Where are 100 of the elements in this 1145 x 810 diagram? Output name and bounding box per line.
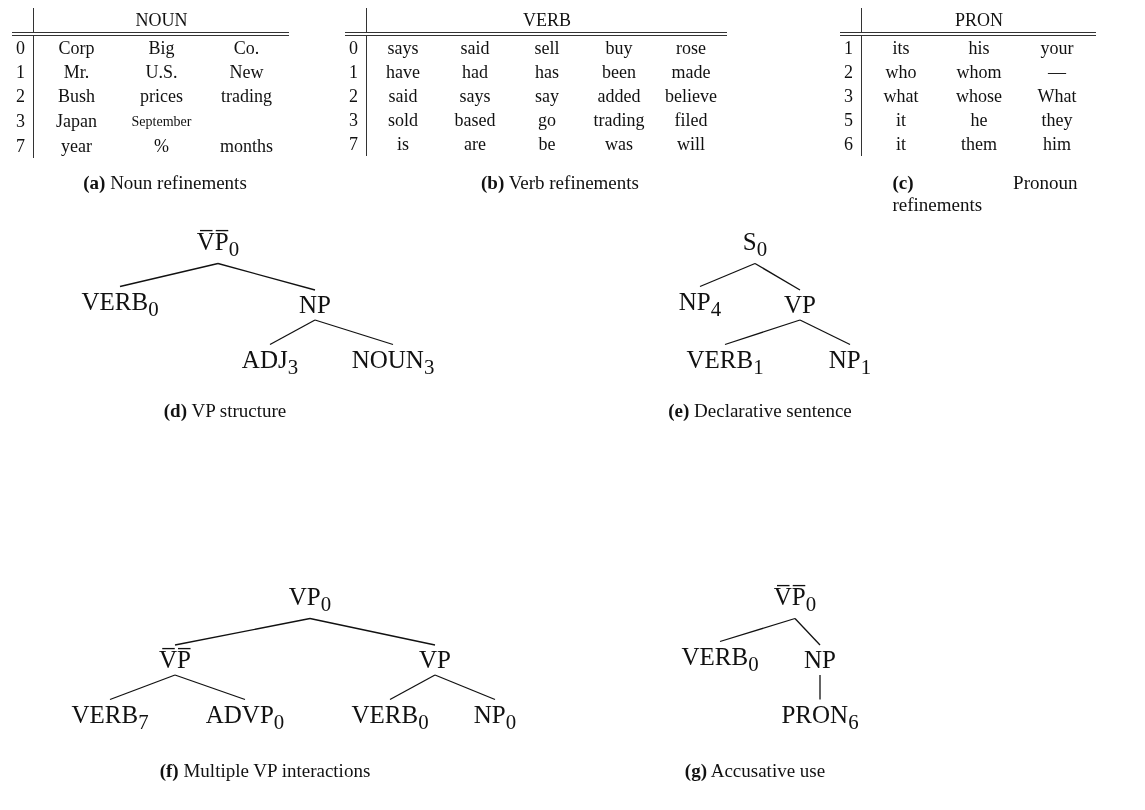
table-entry: added: [597, 86, 641, 106]
tree-branch: [699, 262, 756, 288]
table-entry: be: [538, 134, 556, 154]
syntax-label: ADJ$_{3}$: [241, 344, 299, 382]
table-entry: trading: [593, 110, 645, 130]
column-header: PRON: [955, 10, 1003, 30]
tree-branch: [724, 319, 801, 346]
row-index: 3: [349, 110, 358, 130]
syntax-label: NP: [804, 645, 836, 675]
tree-branch: [217, 262, 316, 291]
row-index: 2: [844, 62, 853, 82]
tree-branch: [819, 674, 821, 701]
row-index: 1: [16, 62, 25, 82]
table-entry: Mr.: [63, 62, 90, 82]
tree-branch: [109, 674, 176, 701]
table-entry: year: [61, 136, 92, 156]
syntax-label: VP$_{0}$: [288, 581, 332, 619]
tree-branch: [119, 262, 219, 288]
table-entry: What: [1037, 86, 1077, 106]
subfigure-caption: (c) Pronoun refinements: [892, 172, 1078, 216]
table-entry: —: [1048, 62, 1066, 82]
tree-branch: [174, 674, 246, 701]
table-entry: whose: [956, 86, 1002, 106]
table-entry: trading: [221, 86, 272, 106]
table-entry: U.S.: [145, 62, 178, 82]
table-entry: will: [677, 134, 705, 154]
table-entry: Big: [148, 38, 175, 58]
syntax-label: VP: [419, 645, 451, 675]
table-entry: %: [154, 136, 169, 156]
table-entry: filed: [674, 110, 708, 130]
row-index: 2: [349, 86, 358, 106]
table-entry: prices: [140, 86, 183, 106]
tree-branch: [794, 617, 821, 646]
syntax-label: V̅P̅: [159, 645, 191, 675]
table-entry: Corp: [58, 38, 95, 58]
syntax-label: VERB$_{0}$: [81, 286, 159, 324]
subfigure-caption: (g) Accusative use: [684, 760, 826, 782]
table-entry: says: [387, 38, 419, 58]
subfigure-caption: (d) VP structure: [163, 400, 287, 422]
syntax-label: NOUN$_{3}$: [351, 344, 435, 382]
row-index: 1: [349, 62, 358, 82]
table-entry: Co.: [233, 38, 260, 58]
tree-branch: [269, 319, 316, 346]
row-index: 7: [16, 136, 25, 156]
table-entry: rose: [676, 38, 706, 58]
tree-branch: [309, 617, 436, 646]
row-index: 5: [844, 110, 853, 130]
table-entry: go: [538, 110, 556, 130]
row-index: 7: [349, 134, 358, 154]
tree-branch: [754, 262, 801, 291]
subfigure-caption: (e) Declarative sentence: [668, 400, 852, 422]
syntax-label: S$_{0}$: [742, 226, 768, 264]
table-entry: says: [459, 86, 491, 106]
row-index: 0: [16, 38, 25, 58]
table-entry: it: [896, 134, 906, 154]
table-entry: said: [388, 86, 418, 106]
tree-branch: [434, 674, 496, 701]
syntax-label: VP: [784, 290, 816, 320]
table-entry: his: [968, 38, 990, 58]
column-header: VERB: [523, 10, 571, 30]
table-entry: months: [220, 136, 273, 156]
table-entry: he: [970, 110, 988, 130]
syntax-label: NP$_{4}$: [678, 286, 722, 324]
syntax-label: VERB$_{0}$: [681, 641, 759, 679]
syntax-label: ADVP$_{0}$: [205, 699, 285, 737]
table-entry: they: [1041, 110, 1073, 130]
table-entry: sell: [534, 38, 560, 58]
table-entry: Bush: [58, 86, 95, 106]
row-index: 1: [844, 38, 853, 58]
table-entry: is: [397, 134, 409, 154]
table-entry: been: [602, 62, 636, 82]
syntax-label: V̅P̅$_{0}$: [196, 226, 240, 264]
table-entry: are: [464, 134, 486, 154]
row-index: 0: [349, 38, 358, 58]
table-entry: believe: [665, 86, 717, 106]
table-entry: him: [1043, 134, 1071, 154]
syntax-label: VERB$_{7}$: [71, 699, 149, 737]
syntax-label: NP: [299, 290, 331, 320]
subfigure-caption: (f) Multiple VP interactions: [159, 760, 371, 782]
row-index: 3: [16, 111, 25, 131]
table-entry: say: [535, 86, 559, 106]
table-entry: whom: [956, 62, 1002, 82]
table-entry: based: [454, 110, 496, 130]
table-entry: has: [535, 62, 559, 82]
table-entry: September: [131, 114, 192, 129]
table-entry: made: [671, 62, 711, 82]
tree-branch: [389, 674, 436, 701]
table-entry: New: [229, 62, 264, 82]
syntax-label: NP$_{1}$: [828, 344, 872, 382]
table-entry: have: [386, 62, 420, 82]
table-entry: Japan: [56, 111, 97, 131]
table-entry: your: [1040, 38, 1074, 58]
syntax-label: VERB$_{1}$: [686, 344, 764, 382]
row-index: 3: [844, 86, 853, 106]
table-entry: it: [896, 110, 906, 130]
table-entry: buy: [605, 38, 633, 58]
subfigure-caption: (b) Verb refinements: [481, 172, 639, 194]
row-index: 2: [16, 86, 25, 106]
syntax-label: NP$_{0}$: [473, 699, 517, 737]
row-index: 6: [844, 134, 853, 154]
